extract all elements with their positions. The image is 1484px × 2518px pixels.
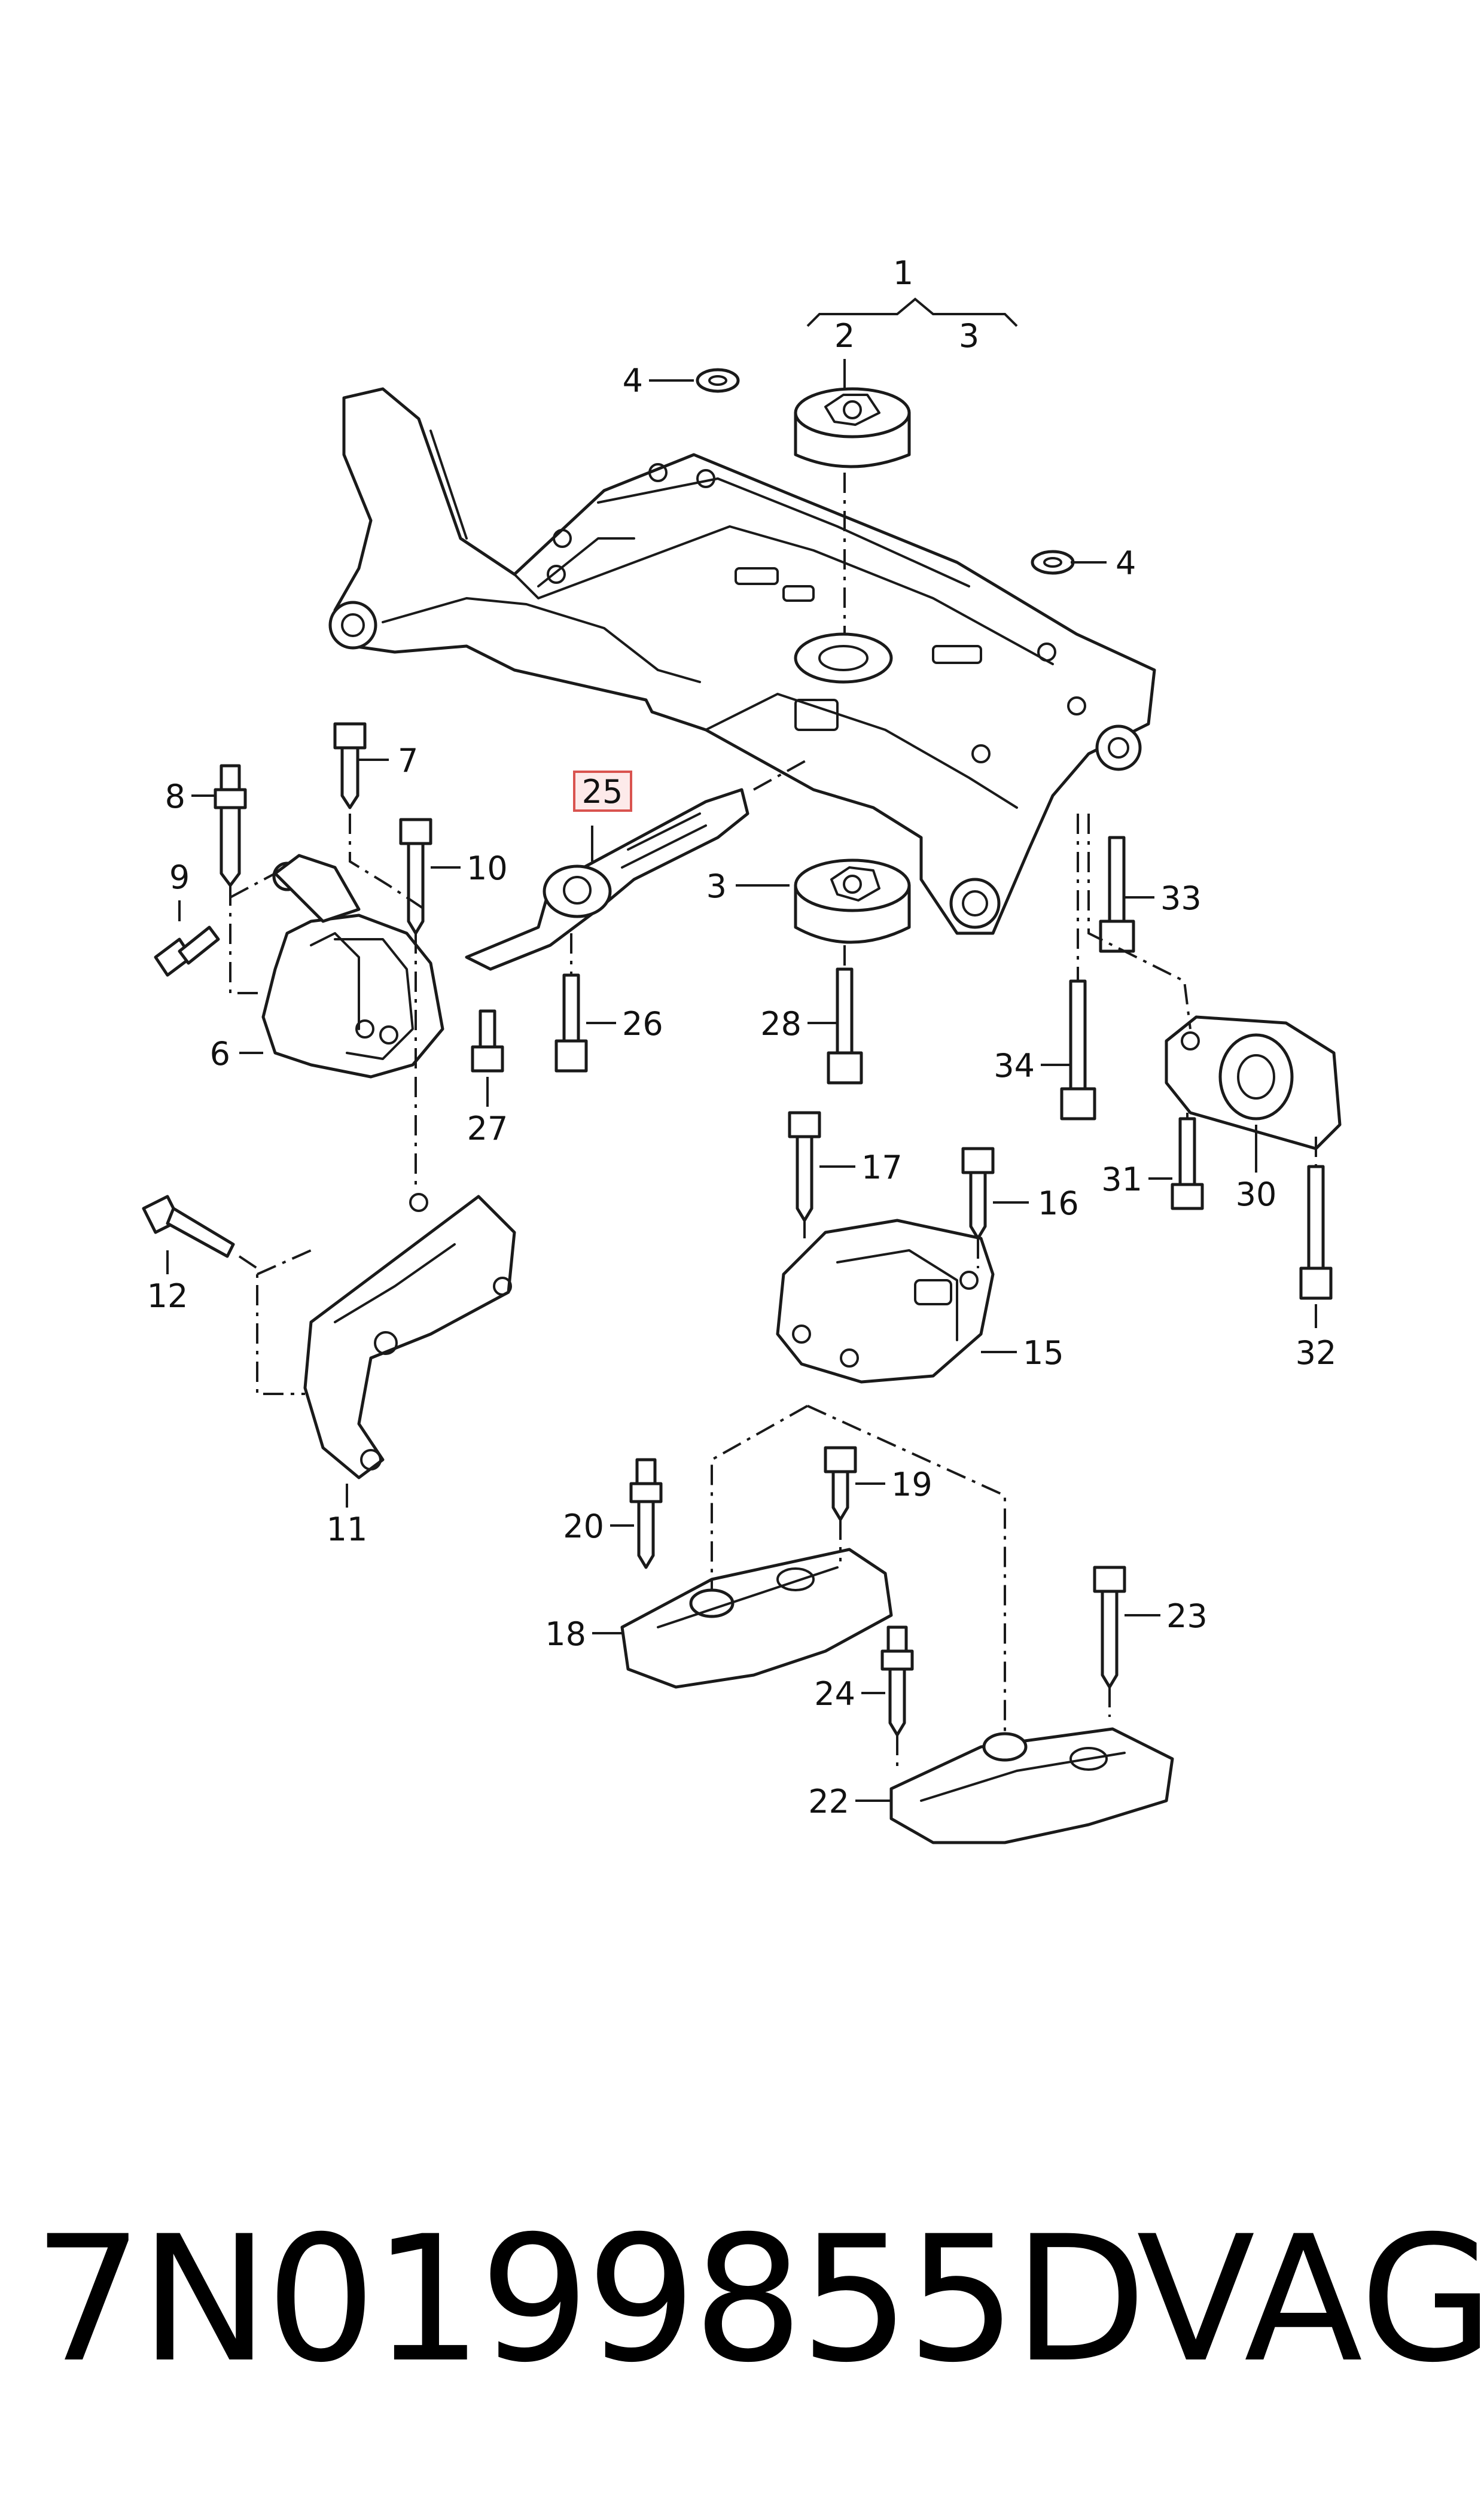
callout-19: 19 (891, 1466, 933, 1503)
callout-33: 33 (1160, 879, 1202, 917)
callout-32: 32 (1296, 1334, 1337, 1372)
callout-18: 18 (545, 1615, 586, 1653)
callout-15: 15 (1023, 1334, 1064, 1372)
bolt-12 (142, 1195, 235, 1258)
callout-26: 26 (622, 1005, 663, 1043)
bolt-34 (1060, 979, 1096, 1121)
callout-30: 30 (1236, 1176, 1277, 1213)
callout-16: 16 (1038, 1185, 1079, 1222)
subframe (328, 387, 1156, 935)
callout-9: 9 (169, 858, 190, 896)
callout-23: 23 (1166, 1597, 1208, 1635)
bolt-33 (1099, 836, 1135, 953)
callout-7: 7 (398, 742, 418, 780)
gearbox-mount (776, 1219, 995, 1384)
bolt-9 (154, 925, 220, 977)
brand-name: VAG (1136, 2199, 1484, 2401)
callout-24: 24 (814, 1675, 855, 1713)
bolt-32 (1299, 1165, 1333, 1300)
bolt-23 (1093, 1566, 1126, 1689)
bolt-24 (880, 1625, 914, 1737)
callout-17: 17 (861, 1149, 903, 1186)
bolt-7 (333, 722, 367, 809)
callout-34: 34 (994, 1047, 1035, 1085)
lower-bracket-22 (889, 1727, 1174, 1844)
callout-28: 28 (760, 1005, 802, 1043)
callout-22: 22 (808, 1783, 849, 1820)
washer-left (696, 368, 740, 393)
callout-25: 25 (582, 773, 623, 811)
callout-labels: 1 2 3 3 4 4 6 7 8 9 10 11 12 15 16 17 18… (147, 254, 1337, 1820)
wishbone-bushing (1165, 1015, 1342, 1150)
torque-support (465, 788, 749, 971)
leader-lines (166, 297, 1317, 1802)
callout-25-highlight (573, 771, 632, 812)
bolt-16 (961, 1147, 995, 1240)
lower-bracket-18 (620, 1548, 893, 1689)
callout-31: 31 (1101, 1161, 1142, 1198)
callout-27: 27 (467, 1110, 508, 1147)
bolt-8 (214, 764, 247, 887)
bolt-19 (824, 1446, 857, 1521)
washer-right (1031, 550, 1075, 575)
mount-bracket (303, 1193, 516, 1479)
bolt-10 (399, 818, 432, 935)
callout-20: 20 (563, 1508, 604, 1545)
engine-mount (261, 854, 444, 1079)
bolt-27 (471, 1009, 504, 1073)
bolt-31 (1171, 1117, 1204, 1210)
callout-6: 6 (210, 1035, 230, 1073)
callout-12: 12 (147, 1277, 188, 1315)
bolt-17 (788, 1111, 821, 1222)
callout-10: 10 (467, 850, 508, 887)
bushing-lower (794, 858, 911, 944)
assembly-lines (229, 473, 1317, 1771)
bushing-upper (794, 387, 911, 468)
bolt-28 (827, 967, 863, 1085)
part-number: 7N0199855D (33, 2199, 1147, 2401)
callout-1: 1 (893, 254, 913, 292)
bolt-20 (629, 1458, 663, 1569)
callout-2: 2 (834, 317, 855, 355)
callout-8: 8 (165, 778, 185, 815)
callout-3-top: 3 (959, 317, 979, 355)
callout-3-bottom: 3 (706, 867, 727, 905)
bolt-26 (554, 973, 588, 1073)
callout-4-right: 4 (1116, 544, 1136, 582)
callout-4-left: 4 (623, 362, 643, 400)
callout-11: 11 (327, 1511, 368, 1548)
